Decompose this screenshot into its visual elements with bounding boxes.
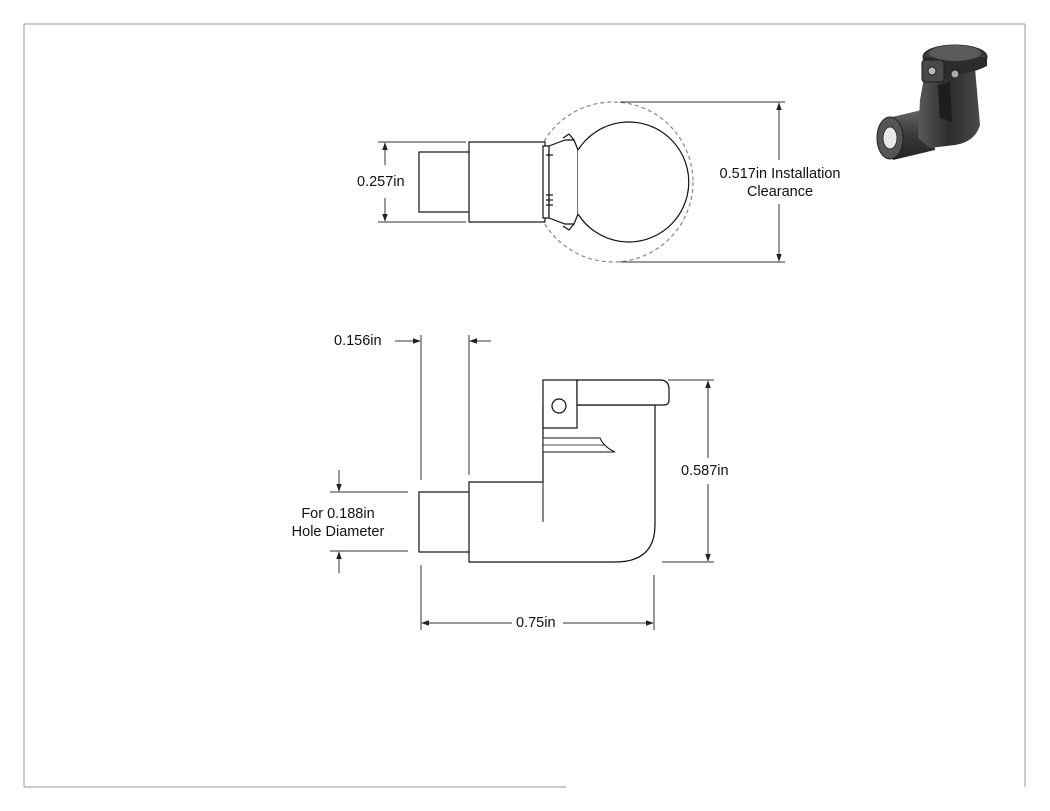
top-view-tube: [418, 151, 471, 213]
dim-label-hole-diameter-line1: For 0.188in: [301, 506, 375, 522]
top-view: [418, 101, 694, 263]
hinge-pin: [551, 398, 567, 414]
drawing-frame: [23, 23, 1026, 788]
dim-label-total-height: 0.587in: [681, 463, 729, 479]
dim-label-hole-diameter-line2: Hole Diameter: [291, 524, 385, 540]
dim-total-height: [662, 379, 714, 563]
dim-hole-diameter: [330, 470, 408, 573]
dim-total-length: [420, 565, 655, 630]
top-view-body: [468, 141, 546, 223]
dim-label-total-length: 0.75in: [516, 615, 556, 631]
side-view-tube: [418, 491, 471, 553]
elbow-connector-3d-render-icon: [876, 44, 988, 160]
dim-label-installation-clearance: 0.517in Installation Clearance: [710, 165, 850, 201]
top-view-cap: [577, 121, 690, 243]
side-view-cap: [576, 379, 670, 406]
dim-offset: [395, 335, 491, 480]
dim-label-hole-diameter: For 0.188in Hole Diameter: [278, 505, 398, 541]
installation-clearance-circle: [532, 101, 694, 263]
side-view: [418, 379, 670, 563]
dim-label-offset: 0.156in: [334, 333, 382, 349]
dim-label-top-height: 0.257in: [357, 174, 405, 190]
dim-installation-clearance: [620, 101, 785, 263]
dim-label-installation-clearance-line2: Clearance: [746, 184, 814, 200]
dim-label-installation-clearance-line1: 0.517in Installation: [719, 166, 841, 182]
dim-top-height: [378, 141, 466, 223]
